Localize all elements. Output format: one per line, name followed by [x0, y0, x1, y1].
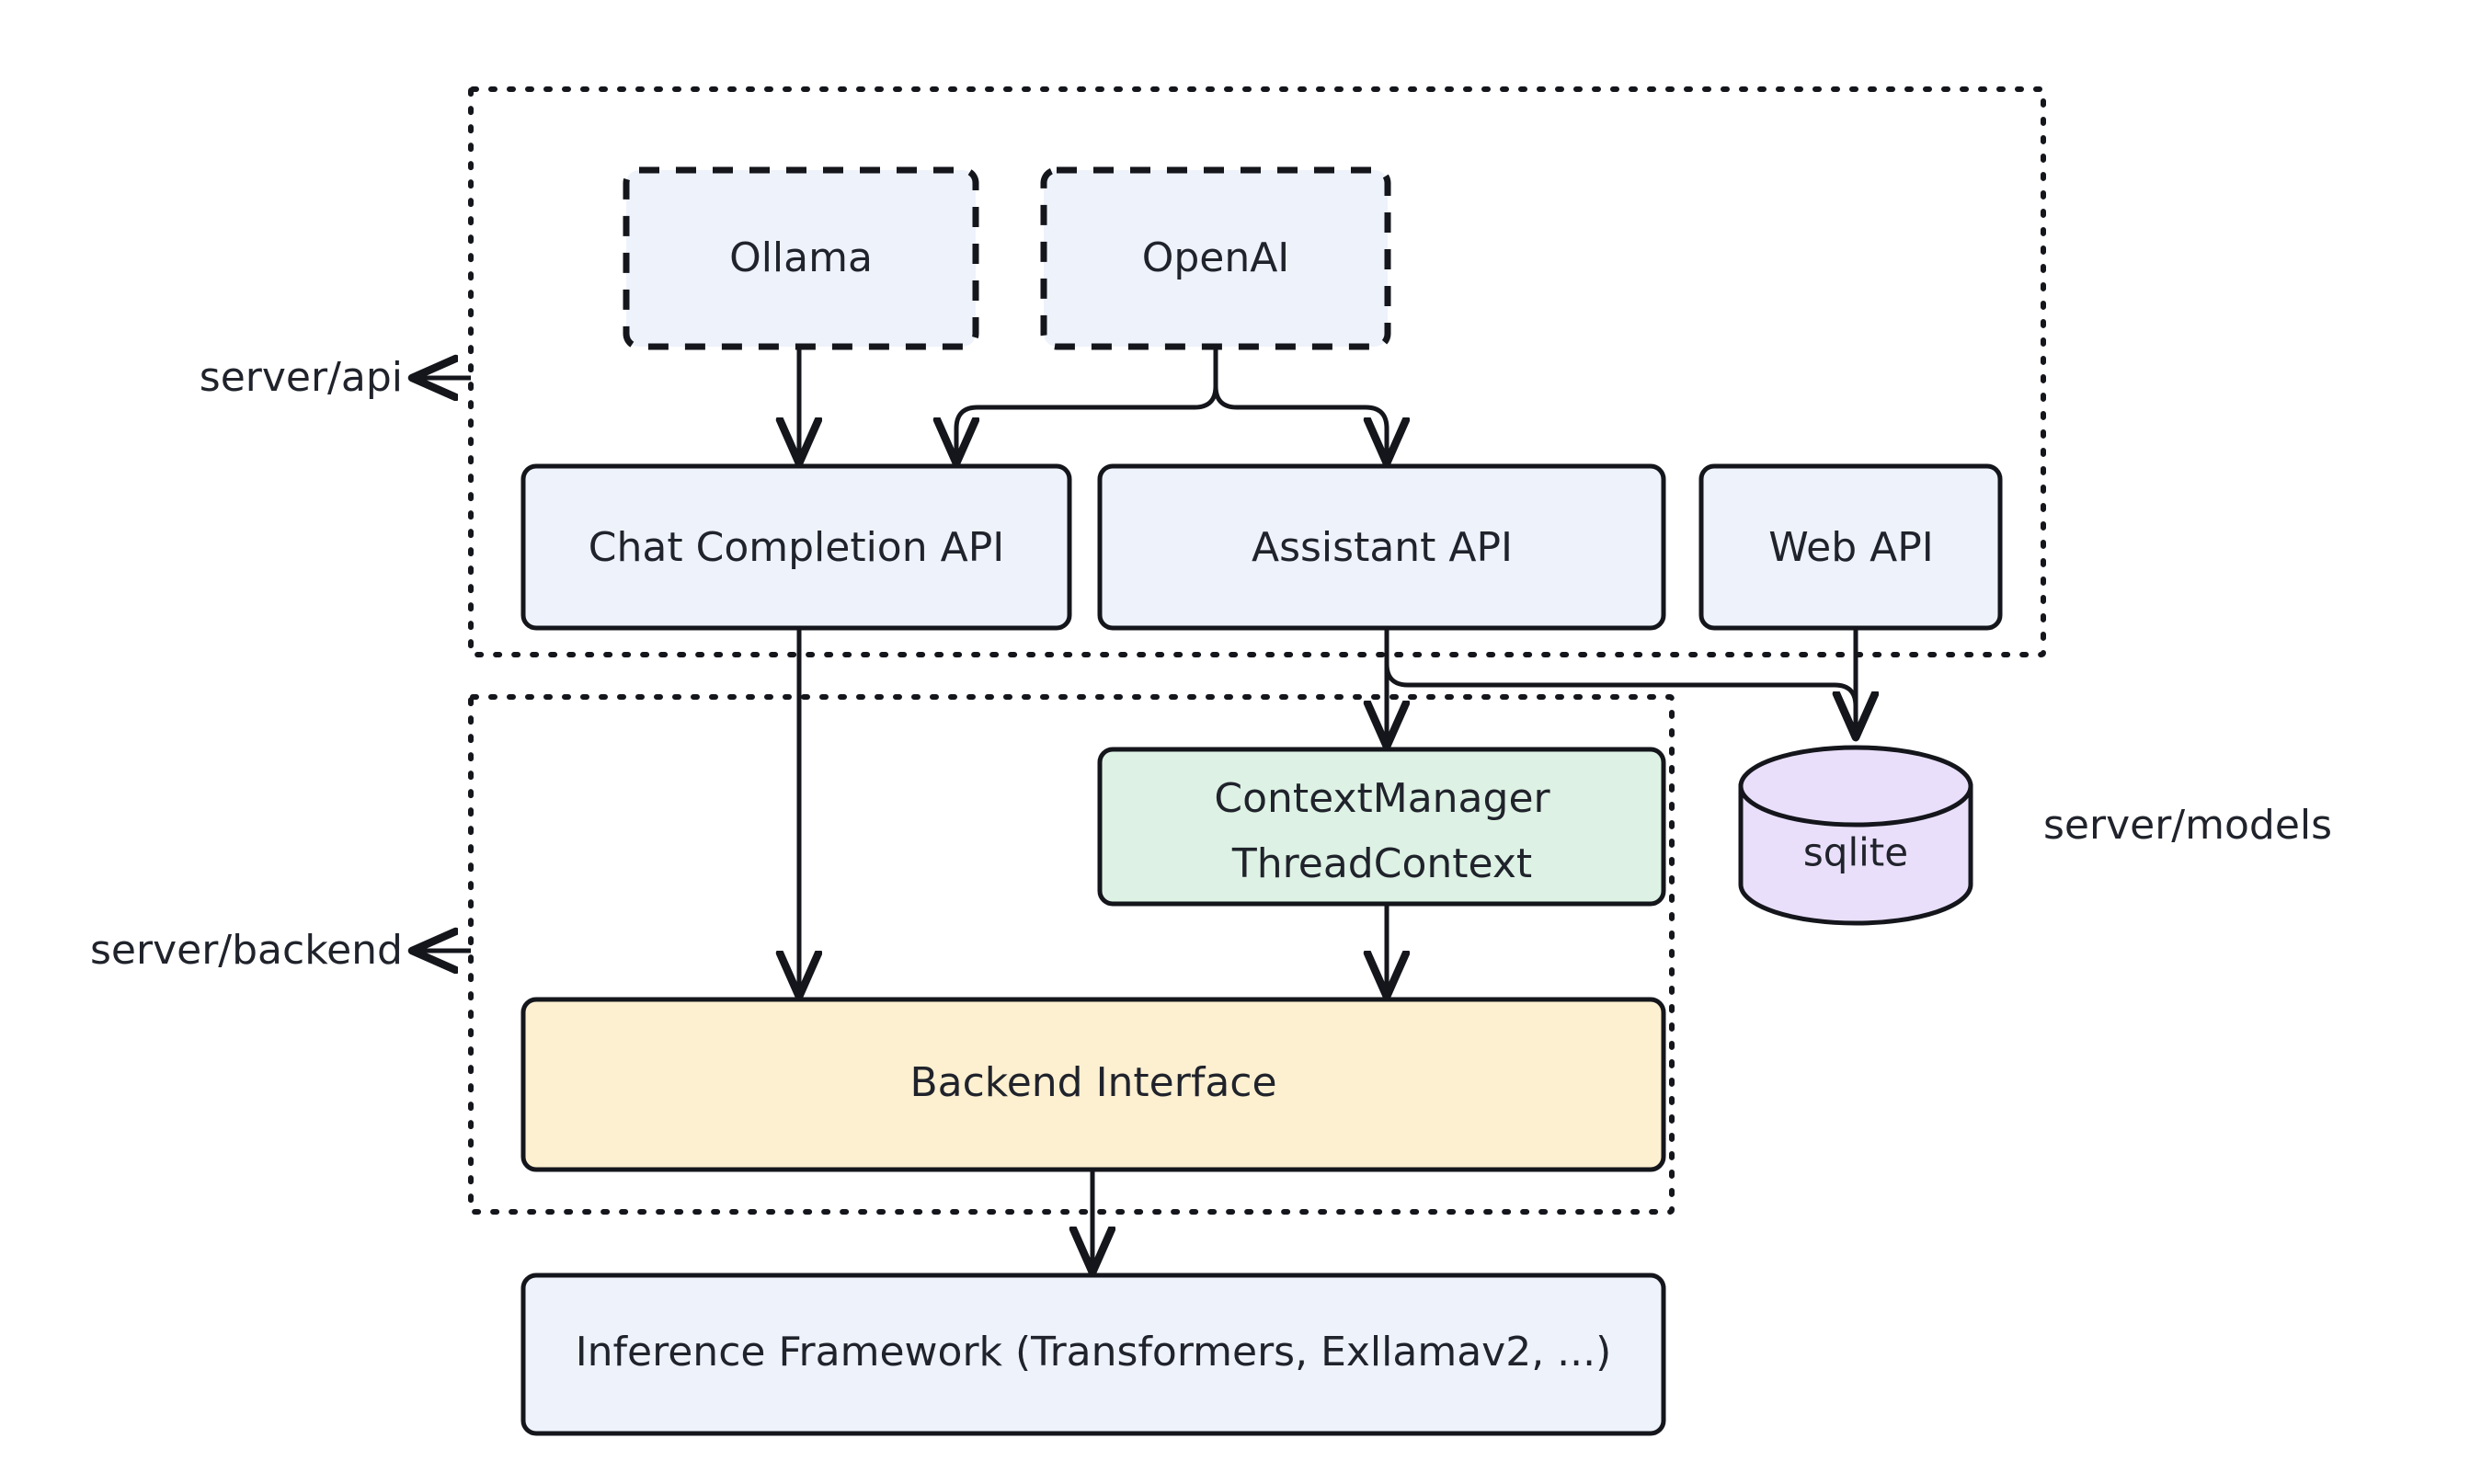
- node-ollama[interactable]: Ollama: [623, 166, 979, 350]
- edge-openai-to-chat: [956, 347, 1218, 460]
- node-chat-completion-api[interactable]: Chat Completion API: [520, 463, 1072, 631]
- node-ollama-shape: [623, 166, 979, 350]
- node-web-api-shape: [1698, 463, 2003, 631]
- cluster-label-server-api: server/api: [200, 354, 471, 401]
- node-assistant-api-shape: [1097, 463, 1666, 631]
- node-context-manager-label-line2: ThreadContext: [1231, 840, 1532, 887]
- node-assistant-api-label: Assistant API: [1252, 524, 1513, 571]
- node-inference-framework-shape: [520, 1273, 1666, 1436]
- edge-assistant-to-sqlite: [1384, 628, 1856, 734]
- node-backend-interface-label: Backend Interface: [909, 1059, 1276, 1106]
- node-inference-framework[interactable]: Inference Framework (Transformers, Exlla…: [520, 1273, 1666, 1436]
- node-sqlite-top: [1738, 745, 1973, 828]
- node-openai-shape: [1040, 166, 1391, 350]
- cluster-api-label-text: server/api: [200, 354, 403, 401]
- node-context-manager-label-line1: ContextManager: [1214, 775, 1550, 822]
- node-web-api[interactable]: Web API: [1698, 463, 2003, 631]
- node-ollama-label: Ollama: [729, 234, 873, 281]
- cluster-models-label-text: server/models: [2043, 802, 2332, 849]
- cluster-label-server-backend: server/backend: [90, 927, 471, 974]
- node-web-api-label: Web API: [1768, 524, 1934, 571]
- node-sqlite[interactable]: sqlite: [1738, 745, 1973, 926]
- node-openai[interactable]: OpenAI: [1040, 166, 1391, 350]
- node-openai-label: OpenAI: [1142, 234, 1290, 281]
- node-context-manager-shape: [1097, 747, 1666, 907]
- edge-openai-to-assistant: [1213, 347, 1387, 460]
- node-inference-framework-label: Inference Framework (Transformers, Exlla…: [576, 1329, 1612, 1376]
- cluster-server-backend: [468, 694, 1675, 1215]
- cluster-label-server-models: server/models: [2043, 802, 2332, 849]
- node-assistant-api[interactable]: Assistant API: [1097, 463, 1666, 631]
- node-chat-completion-api-label: Chat Completion API: [589, 524, 1004, 571]
- node-backend-interface[interactable]: Backend Interface: [520, 997, 1666, 1172]
- node-context-manager[interactable]: ContextManager ThreadContext: [1097, 747, 1666, 907]
- cluster-backend-label-text: server/backend: [90, 927, 403, 974]
- node-sqlite-label: sqlite: [1803, 830, 1908, 875]
- node-backend-interface-shape: [520, 997, 1666, 1172]
- node-chat-completion-api-shape: [520, 463, 1072, 631]
